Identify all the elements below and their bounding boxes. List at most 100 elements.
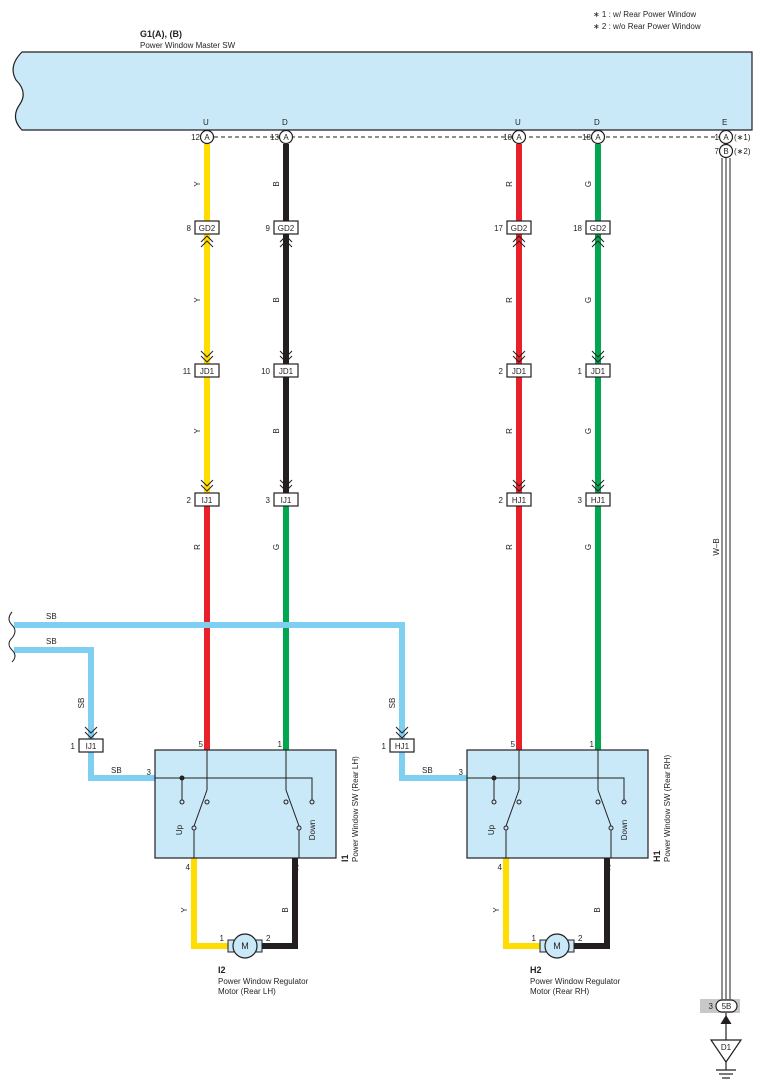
master-pin-10: 10 A: [503, 129, 527, 145]
svg-text:Y: Y: [193, 297, 202, 303]
junction-gd2-col1: 8 GD2: [187, 220, 220, 248]
junction-jd1-col2: 10 JD1: [261, 350, 299, 378]
svg-text:GD2: GD2: [590, 224, 607, 233]
svg-text:3: 3: [147, 768, 152, 777]
svg-text:4: 4: [498, 863, 503, 872]
wire-y-motor-rh: [503, 858, 540, 949]
svg-text:SB: SB: [77, 698, 86, 709]
svg-text:GD2: GD2: [199, 224, 216, 233]
svg-text:3: 3: [459, 768, 464, 777]
svg-text:A: A: [595, 133, 601, 142]
svg-text:A: A: [283, 133, 289, 142]
motor-rh-id: H2: [530, 965, 542, 975]
switch-lh-id: I1: [340, 854, 350, 862]
junction-jd1-col3: 2 JD1: [499, 350, 532, 378]
junction-gd2-col4: 18 GD2: [573, 220, 611, 248]
svg-text:G: G: [272, 544, 281, 550]
wire-wb-ground: [721, 158, 731, 1000]
svg-text:1: 1: [71, 742, 76, 751]
svg-text:SB: SB: [46, 612, 57, 621]
svg-text:GD2: GD2: [511, 224, 528, 233]
svg-text:2: 2: [295, 863, 300, 872]
svg-text:A: A: [723, 133, 729, 142]
svg-text:Y: Y: [193, 181, 202, 187]
svg-text:JD1: JD1: [591, 367, 606, 376]
svg-text:Down: Down: [620, 820, 629, 840]
svg-text:B: B: [593, 907, 602, 912]
junction-ij1-col2: 3 IJ1: [266, 479, 299, 507]
motor-rh-line1: Power Window Regulator: [530, 977, 621, 986]
junction-jd1-col4: 1 JD1: [578, 350, 611, 378]
svg-text:Down: Down: [308, 820, 317, 840]
pin-func-u1: U: [203, 118, 209, 127]
junction-hj1-col3: 2 HJ1: [499, 479, 532, 507]
svg-text:9: 9: [266, 224, 271, 233]
svg-text:JD1: JD1: [279, 367, 294, 376]
svg-text:IJ1: IJ1: [202, 496, 213, 505]
svg-text:2: 2: [266, 934, 271, 943]
svg-text:R: R: [505, 428, 514, 434]
svg-text:HJ1: HJ1: [591, 496, 606, 505]
switch-lh-name: Power Window SW (Rear LH): [351, 756, 360, 862]
svg-text:GD2: GD2: [278, 224, 295, 233]
svg-text:B: B: [272, 297, 281, 302]
svg-text:Up: Up: [175, 824, 184, 835]
junction-gd2-col3: 17 GD2: [494, 220, 532, 248]
svg-text:13: 13: [270, 133, 279, 142]
svg-text:1: 1: [382, 742, 387, 751]
svg-text:17: 17: [494, 224, 503, 233]
svg-text:R: R: [505, 297, 514, 303]
note-1: ∗ 1 : w/ Rear Power Window: [593, 10, 696, 19]
svg-text:3: 3: [709, 1002, 714, 1011]
svg-text:G: G: [584, 428, 593, 434]
motor-rear-rh: M 1 2: [532, 933, 583, 959]
svg-text:A: A: [204, 133, 210, 142]
wire-labels: Y B R G Y B R G Y B R G R G R G W–B SB S…: [46, 181, 721, 913]
svg-text:(∗2): (∗2): [734, 147, 751, 156]
ground-connector-5b: 3 5B: [700, 999, 740, 1040]
switch-rear-lh: 5 1 3 4 2 Up Down: [147, 740, 337, 872]
svg-text:10: 10: [261, 367, 270, 376]
master-pin-1: 1 A (∗1): [715, 129, 751, 145]
svg-text:HJ1: HJ1: [395, 742, 410, 751]
motor-rear-lh: M 1 2: [220, 933, 271, 959]
pin-func-d2: D: [594, 118, 600, 127]
master-name: Power Window Master SW: [140, 41, 236, 50]
svg-text:4: 4: [186, 863, 191, 872]
svg-text:B: B: [281, 907, 290, 912]
note-2: ∗ 2 : w/o Rear Power Window: [593, 22, 701, 31]
svg-text:B: B: [272, 428, 281, 433]
motor-lh-id: I2: [218, 965, 226, 975]
svg-text:1: 1: [220, 934, 225, 943]
master-switch-body: [12, 51, 753, 131]
svg-text:M: M: [241, 941, 249, 951]
junction-hj1-sb: 1 HJ1: [382, 726, 415, 753]
svg-text:12: 12: [191, 133, 200, 142]
switch-rear-rh: 5 1 3 4 2 Up Down: [459, 740, 649, 872]
svg-text:R: R: [505, 181, 514, 187]
svg-text:5: 5: [199, 740, 204, 749]
svg-text:JD1: JD1: [200, 367, 215, 376]
svg-text:2: 2: [499, 367, 504, 376]
svg-text:B: B: [272, 181, 281, 186]
master-pin-13: 13 A: [270, 129, 294, 145]
svg-text:HJ1: HJ1: [512, 496, 527, 505]
junction-hj1-col4: 3 HJ1: [578, 479, 611, 507]
svg-text:2: 2: [499, 496, 504, 505]
motor-rh-line2: Motor (Rear RH): [530, 987, 589, 996]
svg-text:SB: SB: [388, 698, 397, 709]
svg-text:IJ1: IJ1: [86, 742, 97, 751]
svg-text:D1: D1: [721, 1043, 732, 1052]
pin-func-d1: D: [282, 118, 288, 127]
master-pin-12: 12 A: [191, 129, 215, 145]
svg-text:8: 8: [187, 224, 192, 233]
svg-text:Y: Y: [193, 428, 202, 434]
svg-text:1: 1: [278, 740, 283, 749]
master-pin-7: 7 B (∗2): [715, 143, 751, 159]
svg-text:2: 2: [578, 934, 583, 943]
wire-sb-group: [14, 622, 468, 781]
svg-text:3: 3: [266, 496, 271, 505]
svg-text:M: M: [553, 941, 561, 951]
pin-func-e: E: [722, 118, 727, 127]
